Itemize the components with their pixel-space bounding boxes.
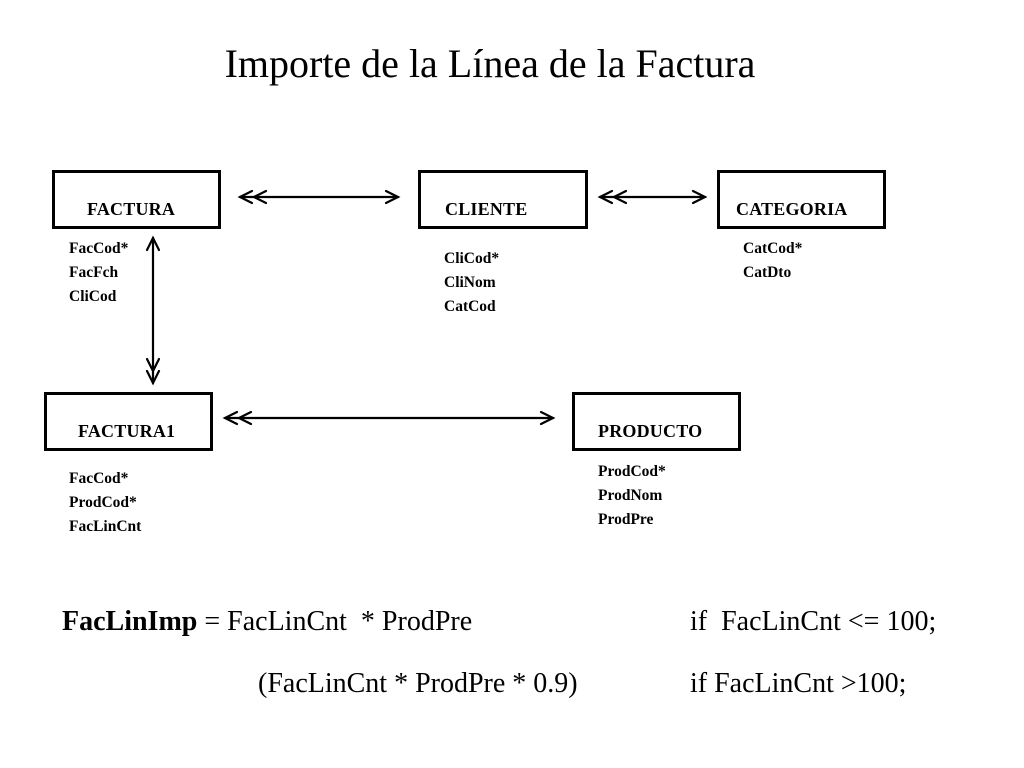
formula-line-2: (FacLinCnt * ProdPre * 0.9)	[258, 668, 578, 699]
attribute: CliNom	[444, 274, 496, 291]
entity-categoria: CATEGORIA	[717, 170, 886, 229]
attribute: ProdCod*	[598, 463, 666, 480]
connector-cliente-categoria	[597, 189, 708, 205]
attributes-factura: FacCod* FacFch CliCod	[69, 237, 128, 309]
formula-expression: = FacLinCnt * ProdPre	[197, 606, 473, 637]
formula-variable: FacLinImp	[62, 606, 198, 637]
attribute: FacFch	[69, 264, 119, 281]
connector-factura-factura1	[145, 235, 161, 386]
attributes-producto: ProdCod* ProdNom ProdPre	[598, 460, 666, 532]
entity-name: FACTURA1	[78, 421, 176, 441]
attribute: CatCod*	[743, 240, 803, 257]
attribute: CliCod*	[444, 250, 500, 267]
connector-factura1-producto	[222, 410, 556, 426]
entity-producto: PRODUCTO	[572, 392, 741, 451]
entity-name: FACTURA	[87, 199, 176, 219]
attribute: CatCod	[444, 298, 496, 315]
attribute: CatDto	[743, 264, 792, 281]
attributes-factura1: FacCod* ProdCod* FacLinCnt	[69, 467, 141, 539]
entity-factura: FACTURA	[52, 170, 221, 229]
page-title: Importe de la Línea de la Factura	[224, 41, 756, 86]
attribute: FacCod*	[69, 240, 129, 257]
entity-factura1: FACTURA1	[44, 392, 213, 451]
formula-line-1: FacLinImp = FacLinCnt * ProdPre	[62, 606, 472, 638]
formula-condition-1: if FacLinCnt <= 100;	[690, 606, 937, 637]
entity-cliente: CLIENTE	[418, 170, 588, 229]
attributes-categoria: CatCod* CatDto	[743, 237, 802, 285]
entity-name: CATEGORIA	[736, 199, 848, 219]
entity-name: PRODUCTO	[598, 421, 703, 441]
attribute: CliCod	[69, 288, 117, 305]
attribute: FacCod*	[69, 470, 129, 487]
attributes-cliente: CliCod* CliNom CatCod	[444, 247, 499, 319]
entity-name: CLIENTE	[445, 199, 528, 219]
attribute: FacLinCnt	[69, 518, 142, 535]
connector-factura-cliente	[237, 189, 401, 205]
attribute: ProdCod*	[69, 494, 137, 511]
attribute: ProdNom	[598, 487, 663, 504]
formula-condition-2: if FacLinCnt >100;	[690, 668, 907, 699]
attribute: ProdPre	[598, 511, 654, 528]
